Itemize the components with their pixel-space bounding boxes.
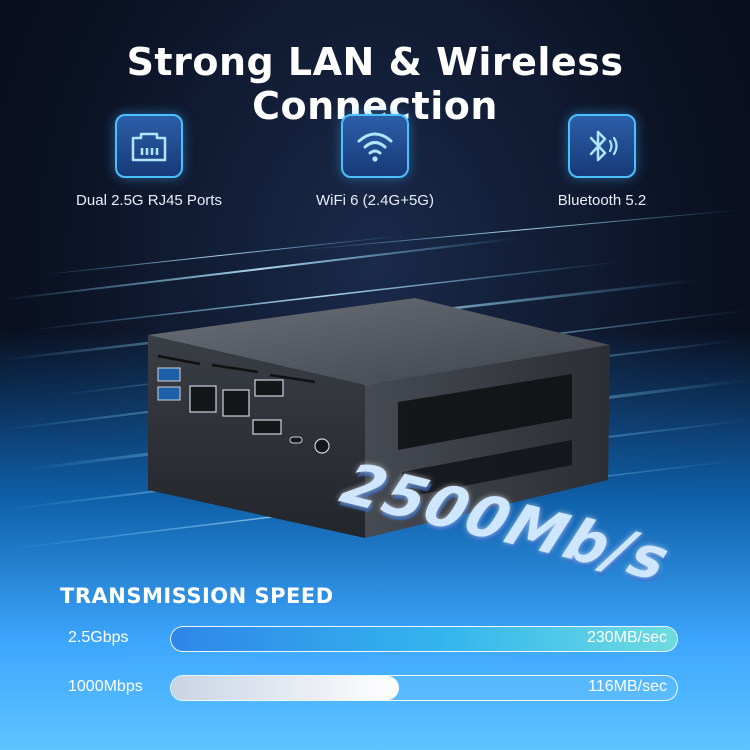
speed-bar: 230MB/sec [170, 626, 678, 652]
feature-wifi-label: WiFi 6 (2.4G+5G) [316, 192, 434, 209]
speed-bar: 116MB/sec [170, 675, 678, 701]
speed-row-value: 116MB/sec [588, 678, 667, 695]
speed-row-1000m: 1000Mbps 116MB/sec [60, 675, 685, 703]
feature-lan-label: Dual 2.5G RJ45 Ports [76, 192, 222, 209]
feature-bluetooth: Bluetooth 5.2 [502, 114, 702, 209]
speed-row-name: 2.5Gbps [68, 629, 129, 646]
bluetooth-icon [568, 114, 636, 178]
speed-section-title: TRANSMISSION SPEED [60, 584, 334, 608]
speed-bar-fill [171, 627, 677, 651]
speed-bar-fill [171, 676, 399, 700]
ethernet-port-icon [115, 114, 183, 178]
feature-wifi: WiFi 6 (2.4G+5G) [275, 114, 475, 209]
feature-bluetooth-label: Bluetooth 5.2 [557, 192, 647, 209]
page-title: Strong LAN & Wireless Connection [126, 40, 624, 128]
feature-lan: Dual 2.5G RJ45 Ports [49, 114, 249, 209]
speed-row-name: 1000Mbps [68, 678, 143, 695]
mini-pc-image [148, 298, 610, 538]
speed-row-2-5g: 2.5Gbps 230MB/sec [60, 626, 685, 654]
wifi-icon [341, 114, 409, 178]
speed-row-value: 230MB/sec [586, 629, 667, 646]
